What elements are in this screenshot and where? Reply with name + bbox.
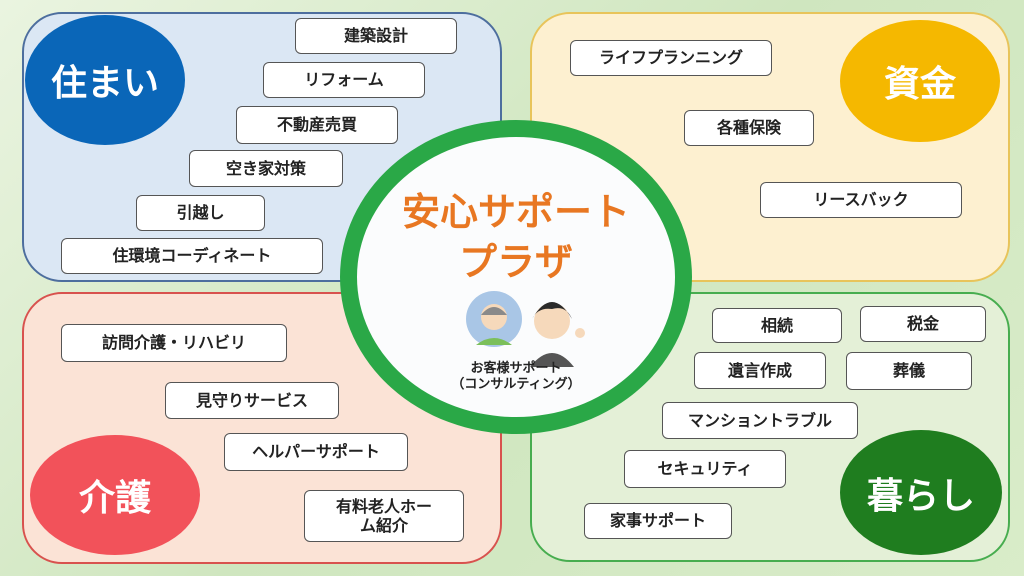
service-tag: 有料老人ホーム紹介	[304, 490, 464, 542]
living-label: 暮らし	[840, 430, 1002, 555]
center-hub: 安心サポート プラザ お客様サポート （コンサルティング）	[340, 120, 692, 434]
housing-label: 住まい	[25, 15, 185, 145]
service-tag: 相続	[712, 308, 842, 343]
hub-title-line1: 安心サポート	[401, 190, 630, 234]
service-tag: 引越し	[136, 195, 265, 231]
service-tag: 遺言作成	[694, 352, 826, 389]
service-tag: 葬儀	[846, 352, 972, 390]
service-tag: リースバック	[760, 182, 962, 218]
hub-title-line2: プラザ	[458, 240, 573, 284]
service-tag: 建築設計	[295, 18, 457, 54]
service-tag: ライフプランニング	[570, 40, 772, 76]
service-tag: 各種保険	[684, 110, 814, 146]
care-label: 介護	[30, 435, 200, 555]
service-tag: マンショントラブル	[662, 402, 858, 439]
funds-label: 資金	[840, 20, 1000, 142]
service-tag: 不動産売買	[236, 106, 398, 144]
consultation-illustration-icon	[466, 291, 585, 367]
service-tag: 税金	[860, 306, 986, 342]
service-tag: 家事サポート	[584, 503, 732, 539]
service-tag: 訪問介護・リハビリ	[61, 324, 287, 362]
hub-caption-line2: （コンサルティング）	[451, 377, 581, 392]
service-tag: ヘルパーサポート	[224, 433, 408, 471]
service-tag: 見守りサービス	[165, 382, 339, 419]
service-tag: セキュリティ	[624, 450, 786, 488]
service-tag: 空き家対策	[189, 150, 343, 187]
service-tag: リフォーム	[263, 62, 425, 98]
service-tag: 住環境コーディネート	[61, 238, 323, 274]
hub-caption-line1: お客様サポート	[470, 361, 562, 376]
